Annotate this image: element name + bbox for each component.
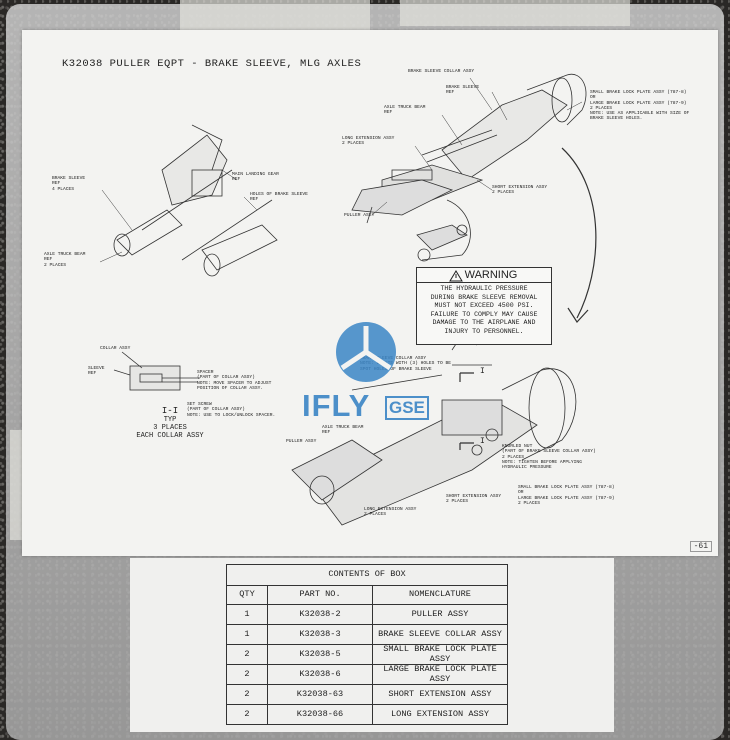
table-header-row: QTY PART NO. NOMENCLATURE (226, 585, 508, 605)
table-row: 2 K32038-66 LONG EXTENSION ASSY (226, 704, 508, 725)
label-sleeve-ref: SLEEVE REF (88, 366, 105, 377)
cell-qty: 2 (226, 684, 268, 705)
tape-strip-top-left (180, 0, 370, 30)
cell-qty: 2 (226, 644, 268, 665)
cell-nomenclature: SHORT EXTENSION ASSY (372, 684, 508, 705)
label-set-screw: SET SCREW (PART OF COLLAR ASSY) NOTE: US… (187, 402, 276, 418)
label-short-extension-top: SHORT EXTENSION ASSY 2 PLACES (492, 185, 548, 196)
cell-part-no: K32038-66 (267, 704, 373, 725)
table-row: 1 K32038-2 PULLER ASSY (226, 604, 508, 625)
label-brake-sleeve-left: BRAKE SLEEVE REF 4 PLACES (52, 176, 86, 192)
warning-body: THE HYDRAULIC PRESSURE DURING BRAKE SLEE… (430, 285, 538, 335)
cell-nomenclature: LONG EXTENSION ASSY (372, 704, 508, 725)
table-row: 2 K32038-63 SHORT EXTENSION ASSY (226, 684, 508, 705)
table-row: 2 K32038-5 SMALL BRAKE LOCK PLATE ASSY (226, 644, 508, 665)
cell-qty: 1 (226, 624, 268, 645)
header-part-no: PART NO. (267, 585, 373, 605)
cell-part-no: K32038-2 (267, 604, 373, 625)
warning-box: WARNING THE HYDRAULIC PRESSURE DURING BR… (416, 267, 552, 345)
contents-table: CONTENTS OF BOX QTY PART NO. NOMENCLATUR… (226, 564, 508, 725)
label-long-extension-top: LONG EXTENSION ASSY 2 PLACES (342, 136, 395, 147)
contents-caption: CONTENTS OF BOX (226, 564, 508, 586)
cell-part-no: K32038-5 (267, 644, 373, 665)
cell-nomenclature: LARGE BRAKE LOCK PLATE ASSY (372, 664, 508, 685)
label-knurled-nut: KNURLED NUT (PART OF BRAKE SLEEVE COLLAR… (502, 444, 596, 471)
section-caption: I-I TYP 3 PLACES EACH COLLAR ASSY (110, 406, 230, 440)
label-axle-truck-beam-bottom: AXLE TRUCK BEAM REF (322, 425, 364, 436)
section-places: 3 PLACES (153, 424, 187, 433)
label-puller-bottom: PULLER ASSY (286, 439, 317, 444)
cell-nomenclature: SMALL BRAKE LOCK PLATE ASSY (372, 644, 508, 665)
cell-part-no: K32038-3 (267, 624, 373, 645)
table-row: 2 K32038-6 LARGE BRAKE LOCK PLATE ASSY (226, 664, 508, 685)
header-qty: QTY (226, 585, 268, 605)
label-brake-sleeve-collar: BRAKE SLEEVE COLLAR ASSY (408, 69, 475, 74)
label-collar-assy: COLLAR ASSY (100, 346, 131, 351)
label-spacer: SPACER (PART OF COLLAR ASSY) NOTE: MOVE … (197, 370, 272, 391)
section-name: I-I (161, 406, 179, 416)
section-marker-top: I (480, 367, 485, 376)
warning-triangle-icon (449, 270, 463, 282)
section-marker-bottom: I (480, 437, 485, 446)
section-each: EACH COLLAR ASSY (136, 432, 204, 441)
cell-qty: 2 (226, 704, 268, 725)
header-nomenclature: NOMENCLATURE (372, 585, 508, 605)
page-title: K32038 PULLER EQPT - BRAKE SLEEVE, MLG A… (62, 58, 362, 70)
label-short-extension-bottom: SHORT EXTENSION ASSY 2 PLACES (446, 494, 502, 505)
puller-assembly-top (351, 73, 587, 262)
cell-part-no: K32038-63 (267, 684, 373, 705)
cell-qty: 2 (226, 664, 268, 685)
watermark-logo-icon (336, 322, 396, 382)
diagram-sheet: K32038 PULLER EQPT - BRAKE SLEEVE, MLG A… (22, 30, 718, 556)
tape-strip-top-right (400, 0, 630, 26)
label-lock-plate-top: SMALL BRAKE LOCK PLATE ASSY (787-8) OR L… (590, 90, 690, 122)
label-brake-sleeve-top: BRAKE SLEEVE REF (446, 85, 480, 96)
label-axle-truck-beam-top: AXLE TRUCK BEAM REF (384, 105, 426, 116)
label-lock-plate-bottom: SMALL BRAKE LOCK PLATE ASSY (787-8) OR L… (518, 485, 615, 506)
leader-lines (99, 77, 583, 263)
label-long-extension-bottom: LONG EXTENSION ASSY 2 PLACES (364, 507, 417, 518)
label-main-landing-gear: MAIN LANDING GEAR REF (232, 172, 279, 183)
cell-nomenclature: BRAKE SLEEVE COLLAR ASSY (372, 624, 508, 645)
diagram-drawing (99, 73, 597, 526)
page-number: -61 (689, 541, 712, 552)
cell-qty: 1 (226, 604, 268, 625)
cell-nomenclature: PULLER ASSY (372, 604, 508, 625)
section-detail (113, 351, 200, 391)
cell-part-no: K32038-6 (267, 664, 373, 685)
label-puller-top: PULLER ASSY (344, 213, 375, 218)
section-typ: TYP (163, 416, 177, 425)
watermark-text: IFLY (302, 388, 371, 423)
curved-arrow (561, 147, 597, 319)
label-axle-truck-beam-left: AXLE TRUCK BEAM REF 2 PLACES (44, 252, 86, 268)
watermark-subtext: GSE (385, 396, 429, 420)
label-holes-brake-sleeve: HOLES OF BRAKE SLEEVE REF (250, 192, 308, 203)
warning-heading: WARNING (464, 269, 518, 281)
table-row: 1 K32038-3 BRAKE SLEEVE COLLAR ASSY (226, 624, 508, 645)
warning-divider (417, 282, 551, 283)
